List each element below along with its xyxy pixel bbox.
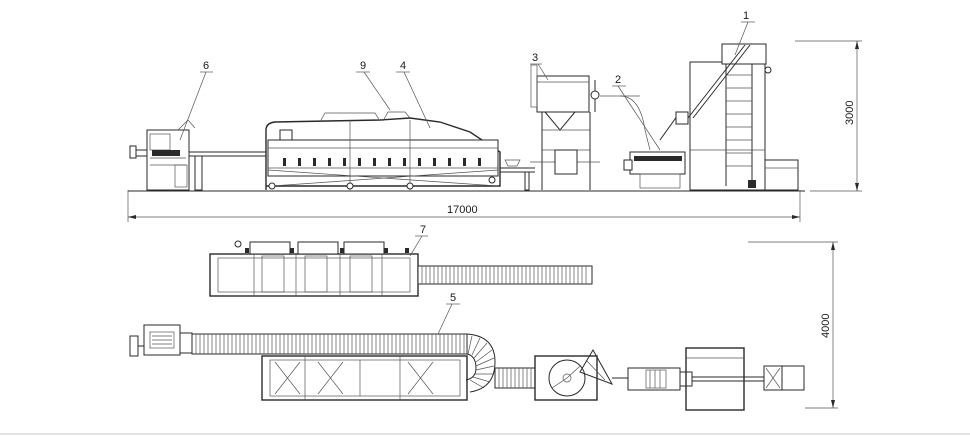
extruder-2-elevation [623,111,689,189]
callout-5: 5 [450,292,456,304]
mixer-3-plan [534,348,614,401]
height-dimension: 3000 [795,40,862,192]
plan-view: 7 [129,224,838,411]
silo-1-elevation [687,43,799,191]
dimension-height: 3000 [844,101,856,125]
extruder-2-plan [612,367,693,391]
machine-6-elevation [129,119,266,191]
silo-1-plan [685,347,805,411]
callout-3: 3 [532,52,538,64]
callout-7: 7 [420,224,426,236]
callout-2: 2 [615,74,621,86]
width-dimension: 4000 [748,241,838,409]
callout-6: 6 [203,60,209,72]
callout-4: 4 [400,60,406,72]
oven-4-elevation [265,111,501,190]
oven-7-plan: 7 [209,224,593,297]
callout-1: 1 [743,10,749,22]
dimension-width: 4000 [820,314,832,338]
dimension-length: 17000 [447,204,478,216]
conveyor-5-plan: 5 [191,292,536,401]
callout-9: 9 [360,60,366,72]
elevation-callouts: 1 2 3 4 9 6 [179,10,755,151]
length-dimension: 17000 [127,190,801,222]
conveyor-7-slats [421,266,587,284]
mixer-3-elevation [530,64,651,190]
oven-slots [283,158,481,166]
machine-6-plan [129,324,193,357]
side-elevation: 1 2 3 4 9 6 17000 [127,10,862,222]
